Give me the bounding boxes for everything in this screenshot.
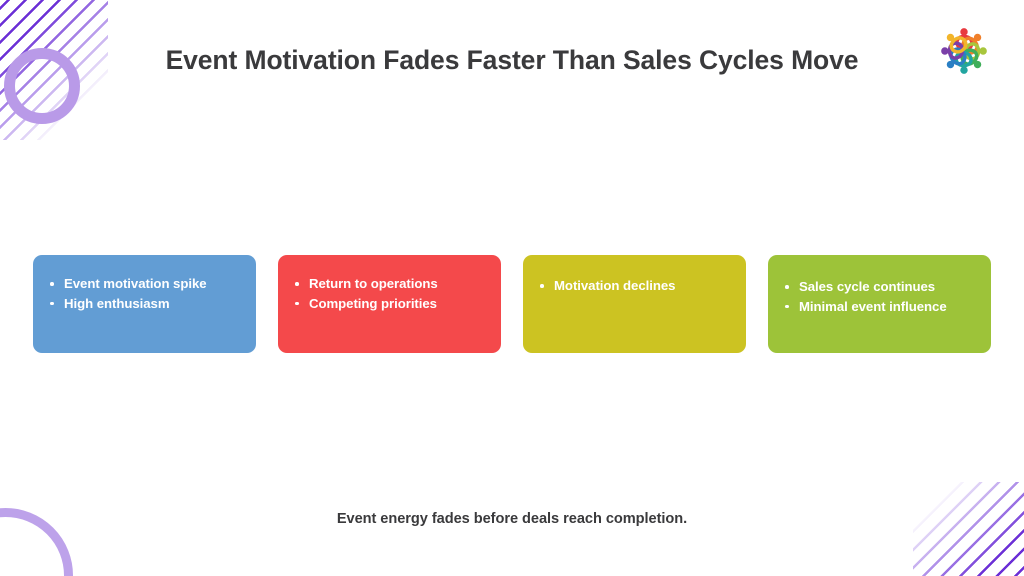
card-event-motivation[interactable]: Event motivation spike High enthusiasm: [33, 255, 256, 353]
card-bullet-list: Event motivation spike High enthusiasm: [47, 275, 242, 314]
card-sales-cycle-continues[interactable]: Sales cycle continues Minimal event infl…: [768, 255, 991, 353]
list-item: High enthusiasm: [47, 295, 242, 314]
stripes-top-left-icon: [0, 0, 108, 140]
card-bullet-list: Return to operations Competing prioritie…: [292, 275, 487, 314]
cards-row: Event motivation spike High enthusiasm R…: [33, 255, 991, 353]
list-item: Motivation declines: [537, 277, 732, 296]
list-item: Event motivation spike: [47, 275, 242, 294]
card-bullet-list: Motivation declines: [537, 277, 732, 297]
list-item: Return to operations: [292, 275, 487, 294]
page-title: Event Motivation Fades Faster Than Sales…: [165, 45, 859, 75]
card-motivation-declines[interactable]: Motivation declines: [523, 255, 746, 353]
stripes-bottom-right-icon: [913, 482, 1024, 576]
ring-top-left-icon: [4, 48, 80, 124]
list-item: Competing priorities: [292, 295, 487, 314]
card-bullet-list: Sales cycle continues Minimal event infl…: [782, 278, 977, 317]
list-item: Minimal event influence: [782, 298, 977, 317]
card-return-to-operations[interactable]: Return to operations Competing prioritie…: [278, 255, 501, 353]
list-item: Sales cycle continues: [782, 278, 977, 297]
footer-caption: Event energy fades before deals reach co…: [336, 511, 688, 527]
company-logo-icon: [933, 22, 995, 80]
